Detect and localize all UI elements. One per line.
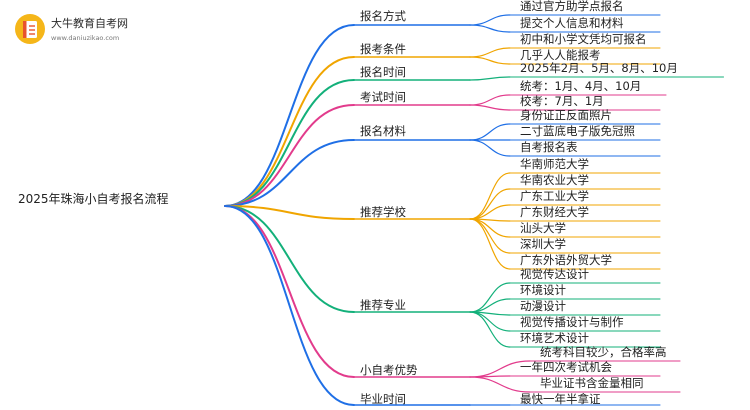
leaf-node-6-1: 环境设计 [520, 283, 566, 297]
leaf-link-4-0 [469, 123, 511, 141]
root-link-4 [224, 139, 355, 207]
leaf-node-5-2: 广东工业大学 [520, 189, 589, 203]
leaf-node-7-0: 统考科目较少，合格率高 [540, 345, 667, 359]
logo-url: www.daniuzikao.com [51, 34, 120, 42]
leaf-node-4-1: 二寸蓝底电子版免冠照 [520, 124, 635, 138]
leaf-node-4-2: 自考报名表 [520, 140, 578, 154]
leaf-node-1-0: 初中和小学文凭均可报名 [520, 32, 647, 46]
leaf-node-6-4: 环境艺术设计 [520, 331, 589, 345]
leaf-node-7-2: 毕业证书含金量相同 [540, 376, 644, 390]
root-link-8 [224, 205, 355, 406]
leaf-node-7-1: 一年四次考试机会 [520, 360, 612, 374]
leaf-link-7-2 [469, 376, 531, 393]
leaf-node-2-0: 2025年2月、5月、8月、10月 [520, 61, 678, 75]
leaf-node-3-1: 校考：7月、1月 [520, 94, 604, 108]
leaf-link-5-1 [469, 188, 511, 220]
branch-node-3: 考试时间 [360, 90, 406, 104]
root-link-1 [224, 56, 355, 207]
branch-node-7: 小自考优势 [360, 363, 418, 377]
leaf-link-2-0 [469, 76, 511, 81]
leaf-link-1-1 [469, 56, 511, 65]
logo-title: 大牛教育自考网 [51, 17, 128, 30]
root-link-0 [224, 24, 355, 207]
branch-node-1: 报考条件 [360, 42, 406, 56]
leaf-link-3-0 [469, 94, 511, 106]
leaf-node-5-4: 汕头大学 [520, 221, 566, 235]
leaf-node-6-3: 视觉传播设计与制作 [520, 315, 624, 329]
leaf-node-5-1: 华南农业大学 [520, 173, 589, 187]
leaf-link-0-0 [469, 14, 511, 26]
site-logo: 大牛教育自考网 www.daniuzikao.com [14, 13, 134, 47]
branch-node-2: 报名时间 [360, 65, 406, 79]
leaf-node-8-0: 最快一年半拿证 [520, 392, 601, 406]
leaf-node-5-3: 广东财经大学 [520, 205, 589, 219]
leaf-link-4-2 [469, 139, 511, 157]
leaf-node-6-2: 动漫设计 [520, 299, 566, 313]
root-link-6 [224, 205, 355, 313]
leaf-link-6-1 [469, 298, 511, 313]
root-link-5 [224, 205, 355, 220]
branch-node-5: 推荐学校 [360, 205, 406, 219]
leaf-link-6-4 [469, 311, 511, 348]
leaf-node-5-0: 华南师范大学 [520, 157, 589, 171]
leaf-node-6-0: 视觉传达设计 [520, 267, 589, 281]
leaf-node-4-0: 身份证正反面照片 [520, 108, 612, 122]
branch-node-8: 毕业时间 [360, 392, 406, 406]
leaf-link-0-1 [469, 24, 511, 33]
leaf-link-5-4 [469, 218, 511, 238]
root-link-3 [224, 104, 355, 207]
branch-node-0: 报名方式 [360, 9, 406, 23]
leaf-node-3-0: 统考：1月、4月、10月 [520, 79, 642, 93]
root-node: 2025年珠海小自考报名流程 [18, 192, 169, 206]
leaf-link-1-0 [469, 47, 511, 58]
branch-node-4: 报名材料 [360, 124, 406, 138]
leaf-node-0-0: 通过官方助学点报名 [520, 0, 624, 13]
root-link-7 [224, 205, 355, 378]
book-icon [15, 14, 45, 44]
leaf-node-1-1: 几乎人人能报考 [520, 48, 601, 62]
leaf-node-0-1: 提交个人信息和材料 [520, 16, 624, 30]
leaf-link-5-6 [469, 218, 511, 270]
leaf-node-5-5: 深圳大学 [520, 237, 566, 251]
leaf-node-5-6: 广东外语外贸大学 [520, 253, 612, 267]
branch-node-6: 推荐专业 [360, 298, 406, 312]
leaf-link-3-1 [469, 104, 511, 111]
leaf-link-6-0 [469, 282, 511, 313]
